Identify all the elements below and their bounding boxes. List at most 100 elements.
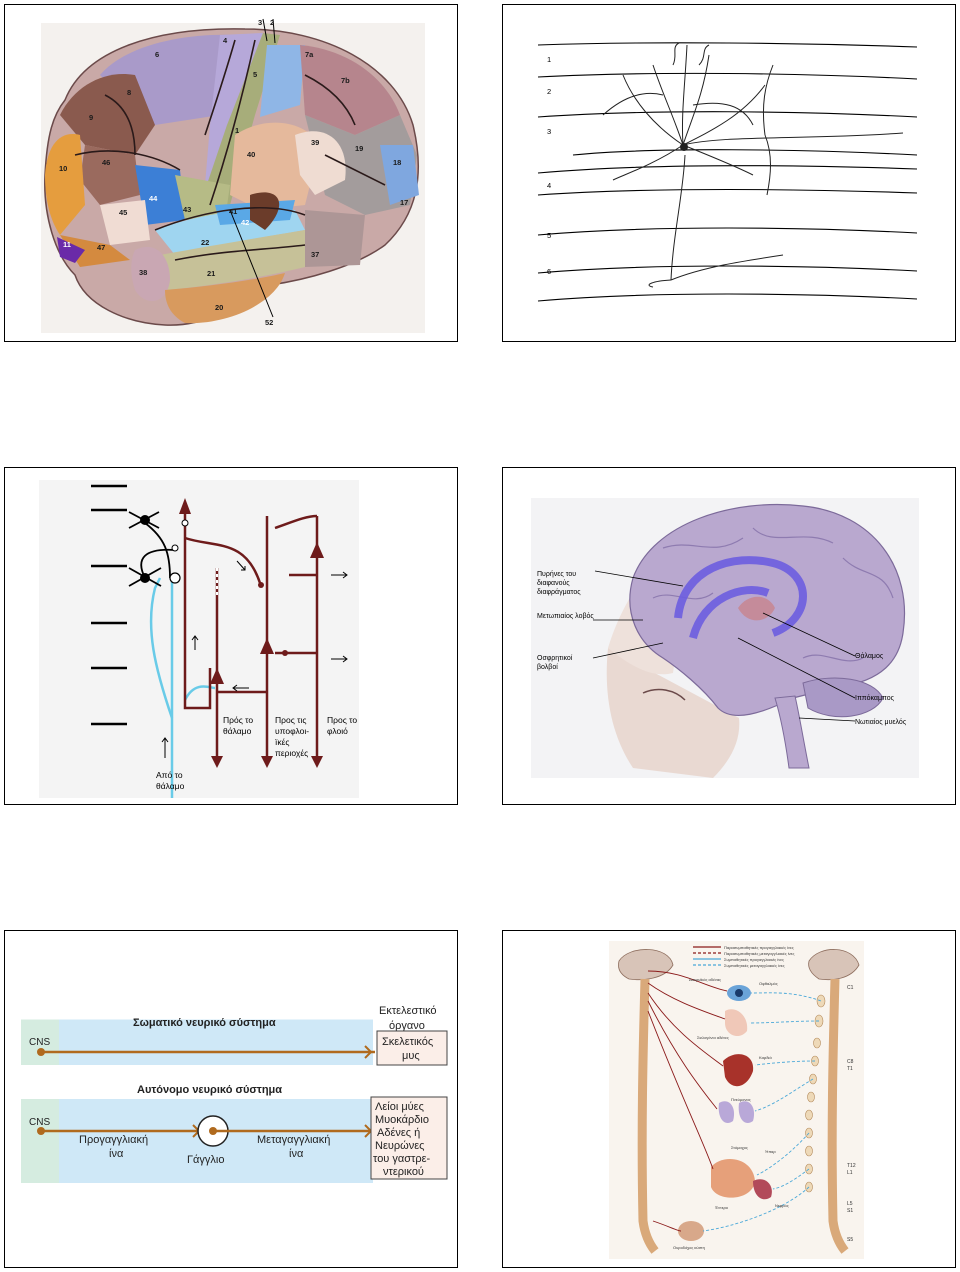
area-42-label: 42 bbox=[241, 218, 249, 227]
brodmann-lateral-brain: 3 2 4 6 7a 5 7b 8 9 1 39 19 40 46 18 10 … bbox=[41, 18, 425, 333]
layer-4-label: 4 bbox=[547, 181, 551, 190]
area-7b-label: 7b bbox=[341, 76, 350, 85]
to-cortex-label-1: Προς το bbox=[327, 715, 357, 725]
somatic-title: Σωματικό νευρικό σύστημα bbox=[133, 1017, 276, 1029]
legend: Παρασυμπαθητικές προγαγγλιακές ίνες Παρα… bbox=[693, 945, 794, 968]
cortical-layers-diagram: 1 2 3 4 5 6 bbox=[537, 42, 918, 302]
area-1-label: 1 bbox=[235, 126, 239, 135]
ans-effector-1: Λείοι μύες bbox=[375, 1101, 424, 1113]
ans-effector-4: Νευρώνες bbox=[375, 1140, 424, 1152]
to-subcortical-label-1: Προς τις bbox=[275, 715, 307, 725]
frontal-lobe-label: Μετωπιαίος λοβός bbox=[537, 612, 594, 620]
fornix-nuclei-label-1: Πυρήνες του bbox=[537, 571, 576, 578]
ans-effector-6: ντερικού bbox=[383, 1166, 424, 1178]
area-2-label: 2 bbox=[270, 18, 274, 27]
olfactory-bulb-label-2: βολβοί bbox=[537, 663, 558, 671]
level-t12: T12 bbox=[847, 1163, 856, 1169]
postganglionic-label-2: ίνα bbox=[289, 1148, 304, 1160]
cns-label-autonomic: CNS bbox=[29, 1117, 50, 1128]
hippocampus-label: Ιππόκαμπος bbox=[855, 694, 895, 702]
skeletal-muscle-label-2: μυς bbox=[402, 1050, 420, 1062]
cns-label-somatic: CNS bbox=[29, 1037, 50, 1048]
level-c1: C1 bbox=[847, 985, 854, 991]
layer-3-label: 3 bbox=[547, 127, 551, 136]
level-l1: L1 bbox=[847, 1170, 853, 1176]
area-19-label: 19 bbox=[355, 144, 363, 153]
pyramidal-neuron bbox=[602, 42, 904, 288]
area-10-label: 10 bbox=[59, 164, 67, 173]
area-43-label: 43 bbox=[183, 205, 191, 214]
effector-title-2: όργανο bbox=[389, 1020, 425, 1032]
level-s1: S1 bbox=[847, 1208, 853, 1214]
organ-bladder: Ουροδόχος κύστη bbox=[673, 1245, 705, 1250]
effector-title-1: Εκτελεστικό bbox=[379, 1005, 437, 1017]
to-cortex-label-2: φλοιό bbox=[327, 726, 348, 736]
ans-effector-2: Μυοκάρδιο bbox=[375, 1114, 429, 1126]
area-40-label: 40 bbox=[247, 150, 255, 159]
autonomic-innervation-map: Παρασυμπαθητικές προγαγγλιακές ίνες Παρα… bbox=[609, 941, 864, 1259]
ans-effector-5: του γαστρε- bbox=[373, 1153, 431, 1165]
legend-item-4: Συμπαθητικές μεταγαγγλιακές ίνες bbox=[724, 963, 785, 968]
to-subcortical-label-2: υποφλοι- bbox=[275, 726, 309, 736]
level-l5: L5 bbox=[847, 1201, 853, 1207]
area-39-label: 39 bbox=[311, 138, 319, 147]
layer-1-label: 1 bbox=[547, 55, 551, 64]
organ-lung: Πνεύμονας bbox=[731, 1097, 751, 1102]
area-4-label: 4 bbox=[223, 36, 228, 45]
organ-kidney: Νεφρός bbox=[775, 1203, 789, 1208]
fornix-nuclei-label-2: διαφανούς bbox=[537, 579, 570, 587]
area-5-label: 5 bbox=[253, 70, 257, 79]
spinal-cord-label: Νωτιαίος μυελός bbox=[855, 718, 907, 726]
area-37-label: 37 bbox=[311, 250, 319, 259]
level-t1: T1 bbox=[847, 1066, 853, 1072]
preganglionic-label-1: Προγαγγλιακή bbox=[79, 1134, 148, 1146]
organ-salivary: Σιελογόνοι αδένες bbox=[697, 1035, 729, 1040]
layer-6-label: 6 bbox=[547, 267, 551, 276]
area-7a-label: 7a bbox=[305, 50, 314, 59]
area-44-label: 44 bbox=[149, 194, 158, 203]
from-thalamus-label-2: θάλαμο bbox=[156, 781, 185, 791]
area-38-label: 38 bbox=[139, 268, 147, 277]
level-c8: C8 bbox=[847, 1059, 854, 1065]
area-8-label: 8 bbox=[127, 88, 131, 97]
area-6-label: 6 bbox=[155, 50, 159, 59]
organ-eye: Οφθαλμός bbox=[759, 981, 778, 986]
slide-cortical-circuit: Πρός το θάλαμο Προς τις υποφλοι- ïκές πε… bbox=[4, 467, 458, 805]
skeletal-muscle-label-1: Σκελετικός bbox=[382, 1036, 433, 1048]
area-41-label: 41 bbox=[229, 207, 237, 216]
to-thalamus-label-1: Πρός το bbox=[223, 715, 253, 725]
limbic-system-illustration: Πυρήνες του διαφανούς διαφράγματος Μετωπ… bbox=[531, 498, 919, 778]
from-thalamus-label-1: Από το bbox=[156, 770, 183, 780]
area-18-label: 18 bbox=[393, 158, 401, 167]
layer-2-label: 2 bbox=[547, 87, 551, 96]
slide-autonomic-innervation: Παρασυμπαθητικές προγαγγλιακές ίνες Παρα… bbox=[502, 930, 956, 1268]
area-3-label: 3 bbox=[258, 18, 262, 27]
slide-brodmann-map: 3 2 4 6 7a 5 7b 8 9 1 39 19 40 46 18 10 … bbox=[4, 4, 458, 342]
ans-effector-3: Αδένες ή bbox=[377, 1127, 420, 1139]
area-11-label: 11 bbox=[63, 240, 71, 249]
area-21-label: 21 bbox=[207, 269, 215, 278]
preganglionic-label-2: ίνα bbox=[109, 1148, 124, 1160]
area-52-label: 52 bbox=[265, 318, 273, 327]
area-22-label: 22 bbox=[201, 238, 209, 247]
slide-cortical-layers: 1 2 3 4 5 6 bbox=[502, 4, 956, 342]
level-s5: S5 bbox=[847, 1237, 853, 1243]
organ-liver: Ήπαρ bbox=[764, 1149, 776, 1154]
area-47-label: 47 bbox=[97, 243, 105, 252]
area-9-label: 9 bbox=[89, 113, 93, 122]
fornix-nuclei-label-3: διαφράγματος bbox=[537, 588, 581, 596]
legend-item-2: Παρασυμπαθητικές μεταγαγγλιακές ίνες bbox=[724, 951, 794, 956]
to-subcortical-label-3: ïκές bbox=[275, 737, 290, 747]
area-45-label: 45 bbox=[119, 208, 127, 217]
autonomic-title: Αυτόνομο νευρικό σύστημα bbox=[137, 1084, 282, 1096]
layer-5-label: 5 bbox=[547, 231, 551, 240]
cortical-circuit-diagram: Πρός το θάλαμο Προς τις υποφλοι- ïκές πε… bbox=[39, 480, 359, 798]
legend-item-3: Συμπαθητικές προγαγγλιακές ίνες bbox=[724, 957, 784, 962]
to-thalamus-label-2: θάλαμο bbox=[223, 726, 252, 736]
organ-heart: Καρδιά bbox=[759, 1055, 772, 1060]
ganglion-label: Γάγγλιο bbox=[187, 1154, 224, 1166]
olfactory-bulb-label-1: Οσφρητικοί bbox=[537, 654, 573, 662]
area-17-label: 17 bbox=[400, 198, 408, 207]
area-46-label: 46 bbox=[102, 158, 110, 167]
slide-somatic-vs-autonomic: Σωματικό νευρικό σύστημα Αυτόνομο νευρικ… bbox=[4, 930, 458, 1268]
